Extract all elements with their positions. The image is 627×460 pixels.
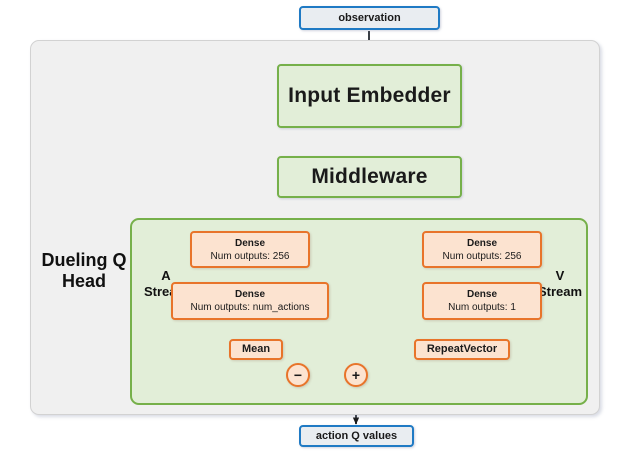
v-stream-label-line2: Stream xyxy=(537,283,583,299)
input-embedder-label: Input Embedder xyxy=(288,84,451,107)
repeat-vector-node[interactable]: RepeatVector xyxy=(414,339,510,360)
mean-node[interactable]: Mean xyxy=(229,339,283,360)
middleware-label: Middleware xyxy=(311,165,428,188)
subtract-op-symbol: − xyxy=(293,367,303,383)
v-dense-1-title: Dense xyxy=(466,237,497,249)
a-stream-label-line1: A xyxy=(161,268,171,283)
observation-node[interactable]: observation xyxy=(299,6,440,30)
mean-label: Mean xyxy=(241,343,271,356)
subtract-op-node[interactable]: − xyxy=(286,363,310,387)
observation-label: observation xyxy=(338,12,401,24)
repeat-vector-label: RepeatVector xyxy=(426,343,498,356)
v-dense-2-title: Dense xyxy=(466,289,497,300)
a-dense-2-subtitle: Num outputs: num_actions xyxy=(190,302,310,313)
v-stream-label-line1: V xyxy=(555,268,565,283)
input-embedder-node[interactable]: Input Embedder xyxy=(277,64,462,128)
a-dense-1-subtitle: Num outputs: 256 xyxy=(210,250,290,262)
add-op-node[interactable]: + xyxy=(344,363,368,387)
v-dense-2-subtitle: Num outputs: 1 xyxy=(448,302,516,313)
dueling-q-head-label-text: Dueling Q Head xyxy=(41,250,127,292)
middleware-node[interactable]: Middleware xyxy=(277,156,462,198)
a-dense-2-title: Dense xyxy=(234,289,265,300)
dueling-q-head-label: Dueling Q Head xyxy=(34,250,134,292)
add-op-symbol: + xyxy=(351,367,361,383)
v-stream-label: V Stream xyxy=(533,268,587,299)
a-dense-2-node[interactable]: Dense Num outputs: num_actions xyxy=(171,282,329,320)
a-dense-1-title: Dense xyxy=(234,237,265,249)
v-dense-1-subtitle: Num outputs: 256 xyxy=(442,250,522,262)
a-dense-1-node[interactable]: Dense Num outputs: 256 xyxy=(190,231,310,268)
v-dense-1-node[interactable]: Dense Num outputs: 256 xyxy=(422,231,542,268)
action-q-values-label: action Q values xyxy=(315,430,398,442)
v-dense-2-node[interactable]: Dense Num outputs: 1 xyxy=(422,282,542,320)
action-q-values-node[interactable]: action Q values xyxy=(299,425,414,447)
